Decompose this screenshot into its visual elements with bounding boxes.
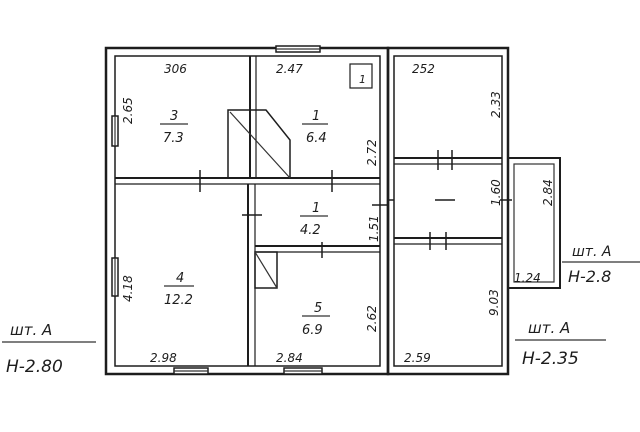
room-area: 6.4 — [306, 131, 327, 146]
room-area: 4.2 — [300, 223, 321, 238]
room-area: 6.9 — [302, 323, 323, 338]
dim-room5-right: 2.62 — [365, 305, 379, 332]
stove-fixture: 1 — [349, 63, 373, 89]
legend-title: шт. А — [528, 319, 570, 337]
room-3-label: 3 7.3 — [160, 109, 188, 146]
dim-bottom-mid: 2.84 — [276, 351, 303, 365]
legend-level: Н-2.8 — [568, 267, 611, 286]
legend-title: шт. А — [10, 321, 52, 339]
dim-right-mid: 1.60 — [489, 179, 503, 206]
room-number: 1 — [312, 201, 320, 216]
dim-left-lower: 4.18 — [121, 275, 135, 302]
porch-annex — [507, 157, 561, 289]
dim-top-right: 252 — [412, 62, 435, 76]
dim-left-upper: 2.65 — [121, 97, 135, 124]
stair-block — [227, 109, 291, 289]
dim-corridor-right: 1.51 — [367, 215, 381, 242]
legend-left: шт. А Н-2.80 — [2, 321, 96, 377]
dim-porch-height: 2.84 — [541, 179, 555, 206]
room-4-label: 4 12.2 — [164, 271, 194, 308]
room-number: 3 — [170, 109, 178, 124]
room-number: 4 — [176, 271, 184, 286]
room-1-label: 1 6.4 — [302, 109, 328, 146]
legend-right-bottom: шт. А Н-2.35 — [515, 319, 606, 369]
room-5-label: 5 6.9 — [302, 301, 330, 338]
dim-porch-width: 1.24 — [514, 271, 541, 285]
room-area: 7.3 — [163, 131, 184, 146]
dim-right-lower: 9.03 — [487, 289, 501, 316]
interior-walls — [115, 56, 502, 366]
dim-top-left: 306 — [164, 62, 187, 76]
corridor-label: 1 4.2 — [300, 201, 328, 238]
legend-level: Н-2.80 — [6, 357, 63, 377]
dim-bottom-left: 2.98 — [150, 351, 177, 365]
fixture-label: 1 — [359, 73, 366, 86]
room-number: 1 — [312, 109, 320, 124]
legend-right-top: шт. А Н-2.8 — [562, 244, 640, 286]
legend-level: Н-2.35 — [522, 349, 579, 369]
windows — [111, 45, 323, 375]
door-marks — [199, 150, 512, 258]
dim-right-upper: 2.33 — [489, 91, 503, 118]
dim-room1-right: 2.72 — [365, 139, 379, 166]
dim-bottom-right: 2.59 — [404, 351, 431, 365]
legend-title: шт. А — [572, 244, 611, 260]
dimension-labels: 306 2.47 252 2.98 2.84 2.59 1.24 2.65 4.… — [121, 62, 555, 365]
dim-top-mid: 2.47 — [276, 62, 303, 76]
room-number: 5 — [314, 301, 322, 316]
room-area: 12.2 — [164, 293, 193, 308]
